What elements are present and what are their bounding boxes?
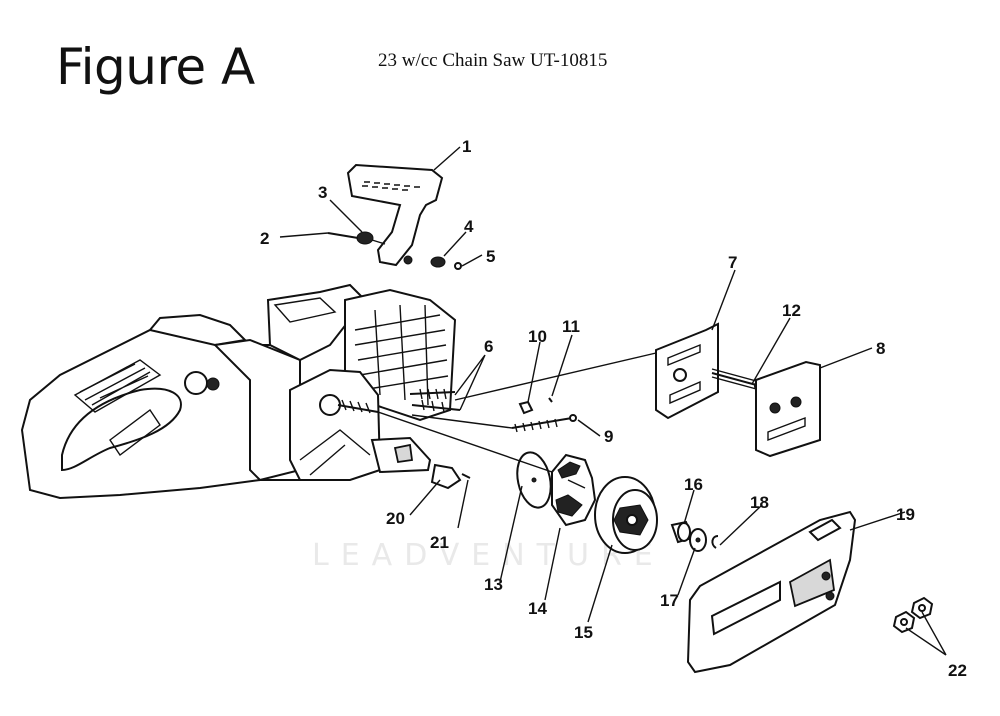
part-9-adjusting-screw bbox=[511, 414, 577, 433]
diagram-subtitle: 23 w/cc Chain Saw UT-10815 bbox=[378, 50, 608, 71]
callout-numbers: 1 2 3 4 5 6 7 8 9 10 11 12 13 14 15 16 1… bbox=[260, 137, 967, 680]
callout-1: 1 bbox=[462, 137, 471, 156]
callout-10: 10 bbox=[528, 327, 547, 346]
part-14-clutch bbox=[551, 453, 597, 527]
callout-19: 19 bbox=[896, 505, 915, 524]
part-11-pin bbox=[548, 397, 553, 403]
callout-9: 9 bbox=[604, 427, 613, 446]
part-3-spring bbox=[356, 231, 386, 245]
callout-11: 11 bbox=[562, 317, 580, 336]
part-21-screw bbox=[461, 473, 471, 479]
part-8-plate bbox=[755, 360, 821, 458]
callout-7: 7 bbox=[728, 253, 737, 272]
part-20-bumper bbox=[430, 463, 462, 490]
callout-5: 5 bbox=[486, 247, 495, 266]
figure-title: Figure A bbox=[56, 38, 255, 96]
callout-14: 14 bbox=[528, 599, 547, 618]
part-17-washer bbox=[689, 528, 707, 552]
callout-17: 17 bbox=[660, 591, 679, 610]
part-1-chain-brake-handle bbox=[346, 163, 444, 267]
part-7-plate bbox=[655, 322, 719, 420]
callout-4: 4 bbox=[464, 217, 474, 236]
part-4-washer bbox=[430, 256, 446, 268]
part-13-washer bbox=[516, 451, 552, 509]
callout-12: 12 bbox=[782, 301, 801, 320]
saw-housing bbox=[20, 283, 457, 500]
callout-22: 22 bbox=[948, 661, 967, 680]
part-22-bar-nuts bbox=[892, 596, 934, 634]
callout-3: 3 bbox=[318, 183, 327, 202]
callout-18: 18 bbox=[750, 493, 769, 512]
leader-lines bbox=[279, 146, 947, 656]
callout-13: 13 bbox=[484, 575, 503, 594]
callout-21: 21 bbox=[430, 533, 449, 552]
callout-6: 6 bbox=[484, 337, 493, 356]
part-18-clip bbox=[711, 535, 719, 549]
callout-15: 15 bbox=[574, 623, 593, 642]
callout-2: 2 bbox=[260, 229, 269, 248]
part-10-nut bbox=[518, 400, 534, 415]
part-16-bearing bbox=[670, 520, 694, 544]
callout-8: 8 bbox=[876, 339, 885, 358]
part-2-pin bbox=[327, 232, 359, 239]
watermark: LEADVENTURE bbox=[312, 538, 665, 573]
part-15-clutch-drum bbox=[594, 476, 658, 554]
callout-20: 20 bbox=[386, 509, 405, 528]
part-19-sprocket-cover bbox=[686, 510, 857, 674]
part-5-clip bbox=[454, 262, 462, 270]
handle-vent-dots bbox=[73, 359, 162, 413]
bar-studs bbox=[409, 388, 461, 413]
callout-16: 16 bbox=[684, 475, 703, 494]
